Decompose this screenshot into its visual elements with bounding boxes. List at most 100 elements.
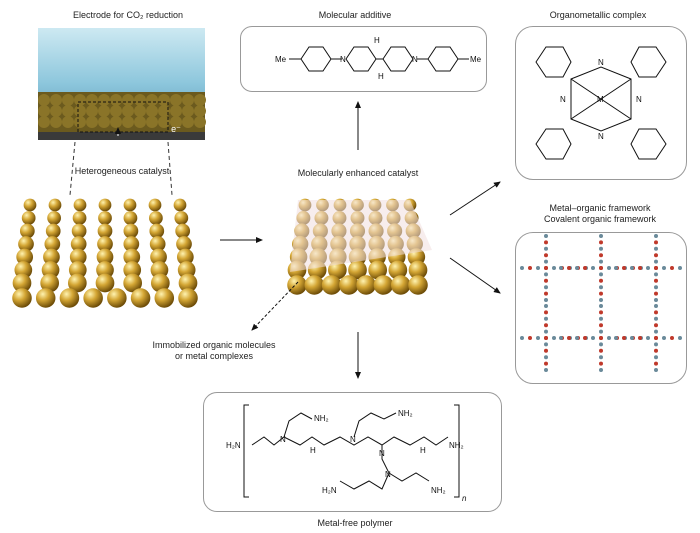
atom-sphere xyxy=(408,260,428,280)
atom-sphere xyxy=(154,288,175,308)
atom-sphere xyxy=(630,336,634,340)
atom-sphere xyxy=(388,260,408,280)
atom-sphere xyxy=(175,223,191,239)
atom-sphere xyxy=(170,94,182,106)
atom-sphere xyxy=(544,291,548,296)
atom-sphere xyxy=(70,236,87,252)
atom-sphere xyxy=(630,266,634,270)
atom-sphere xyxy=(373,275,394,295)
atom-sphere xyxy=(599,368,603,372)
repeat-n-label: n xyxy=(462,494,467,503)
atom-sphere xyxy=(544,336,548,340)
atom-sphere xyxy=(110,116,122,128)
zoom-guide-left xyxy=(69,141,76,196)
atom-sphere xyxy=(146,116,158,128)
atom-sphere xyxy=(583,266,587,270)
atom-sphere xyxy=(62,116,74,128)
atom-sphere xyxy=(654,234,658,238)
atom-sphere xyxy=(599,355,603,360)
atom-sphere xyxy=(173,198,187,212)
h-label-bottom: H xyxy=(378,72,384,81)
atom-sphere xyxy=(591,336,595,340)
atom-sphere xyxy=(544,240,548,245)
atom-sphere xyxy=(158,105,170,117)
atom-sphere xyxy=(50,94,62,106)
atom-sphere xyxy=(356,275,376,295)
atom-sphere xyxy=(599,323,603,328)
atom-sphere xyxy=(544,266,548,270)
atom-sphere xyxy=(599,329,603,334)
atom-sphere xyxy=(97,236,113,252)
atom-sphere xyxy=(287,275,307,295)
atom-sphere xyxy=(544,342,548,347)
additive-title: Molecular additive xyxy=(318,10,392,20)
framework-panel xyxy=(515,232,687,384)
atom-sphere xyxy=(544,348,548,353)
atom-sphere xyxy=(599,310,603,315)
atom-sphere xyxy=(654,348,658,353)
atom-sphere xyxy=(654,361,658,366)
atom-sphere xyxy=(607,336,611,340)
atom-sphere xyxy=(149,236,166,252)
atom-sphere xyxy=(67,273,87,293)
atom-sphere xyxy=(614,266,618,270)
immobilized-title-1: Immobilized organic molecules xyxy=(152,340,276,350)
h-label-1: H xyxy=(310,446,316,455)
atom-sphere xyxy=(599,266,603,270)
atom-sphere xyxy=(591,266,595,270)
atom-sphere xyxy=(654,240,658,245)
atom-sphere xyxy=(544,259,548,264)
atom-sphere xyxy=(130,288,151,308)
atom-sphere xyxy=(368,260,388,280)
cof-title: Covalent organic framework xyxy=(543,214,657,224)
atom-sphere xyxy=(98,94,110,106)
atom-sphere xyxy=(544,361,548,366)
atom-sphere xyxy=(654,342,658,347)
atom-sphere xyxy=(96,261,114,279)
atom-sphere xyxy=(98,116,110,128)
atom-sphere xyxy=(62,94,74,106)
n-label-bottom: N xyxy=(598,132,604,141)
atom-sphere xyxy=(678,266,682,270)
atom-sphere xyxy=(174,211,189,225)
atom-sphere xyxy=(122,116,134,128)
atom-sphere xyxy=(86,105,98,117)
molecular-layer xyxy=(290,200,432,272)
atom-sphere xyxy=(544,368,548,372)
atom-sphere xyxy=(654,323,658,328)
nh2-label-2: NH₂ xyxy=(398,409,413,418)
atom-sphere xyxy=(544,316,548,321)
n-label-right: N xyxy=(636,95,642,104)
atom-sphere xyxy=(544,278,548,283)
atom-sphere xyxy=(654,259,658,264)
molecular-additive-panel: Me N N Me H H xyxy=(240,26,487,92)
atom-sphere xyxy=(158,94,170,106)
atom-sphere xyxy=(74,94,86,106)
atom-sphere xyxy=(654,285,658,290)
nh2-label-1: NH₂ xyxy=(314,414,329,423)
atom-sphere xyxy=(567,336,571,340)
atom-sphere xyxy=(544,272,548,277)
atom-sphere xyxy=(528,266,532,270)
n-label-1: N xyxy=(280,435,286,444)
arrow-to-complex xyxy=(449,181,501,216)
atom-sphere xyxy=(122,94,134,106)
electrode-title: Electrode for CO₂ reduction xyxy=(72,10,184,20)
atom-sphere xyxy=(599,285,603,290)
atom-sphere xyxy=(575,336,579,340)
atom-sphere xyxy=(544,285,548,290)
arrow-to-framework xyxy=(449,257,501,294)
polymer-title: Metal-free polymer xyxy=(317,518,393,528)
atom-sphere xyxy=(59,288,80,308)
atom-sphere xyxy=(567,266,571,270)
atom-sphere xyxy=(599,298,603,302)
atom-sphere xyxy=(123,273,143,293)
atom-sphere xyxy=(12,288,32,308)
atom-sphere xyxy=(599,304,603,308)
atom-sphere xyxy=(348,260,367,280)
zoom-guide-right xyxy=(167,141,173,196)
h2n-label-bottom: H₂N xyxy=(322,486,337,495)
atom-sphere xyxy=(73,198,87,212)
atom-sphere xyxy=(123,236,140,252)
